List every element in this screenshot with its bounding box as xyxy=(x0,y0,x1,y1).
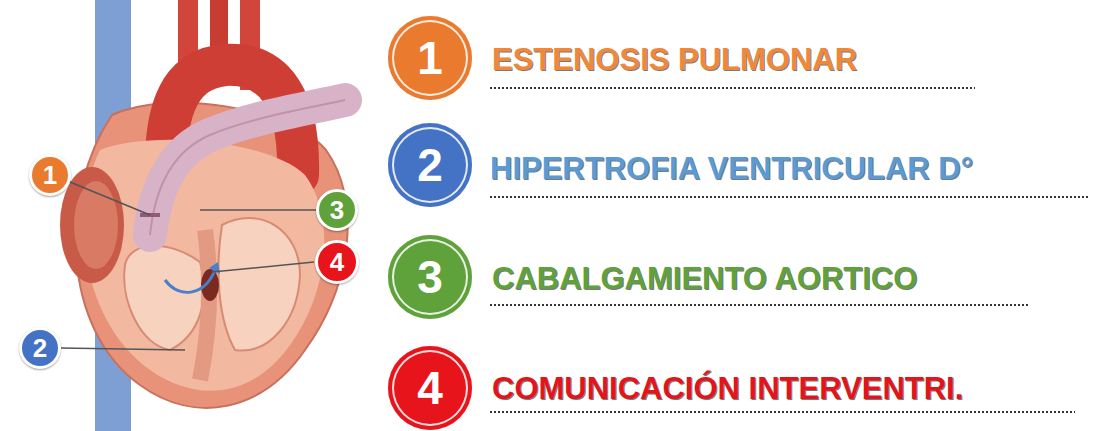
number-badge: 1 xyxy=(388,16,472,100)
dotted-underline xyxy=(490,87,975,89)
term-label: COMUNICACIÓN INTERVENTRI. xyxy=(492,372,963,406)
left-ventricle xyxy=(218,218,300,350)
number-badge: 2 xyxy=(388,123,472,207)
term-label: CABALGAMIENTO AORTICO xyxy=(492,262,917,296)
number-text: 3 xyxy=(330,197,344,223)
right-ventricle xyxy=(124,246,204,350)
term-label: ESTENOSIS PULMONAR xyxy=(492,43,857,77)
right-atrium-inner xyxy=(74,181,118,269)
term-label: HIPERTROFIA VENTRICULAR D° xyxy=(490,152,973,186)
leader-line xyxy=(200,209,316,211)
number-text: 2 xyxy=(417,142,443,188)
number-text: 2 xyxy=(33,335,47,361)
myocardium-section xyxy=(84,140,324,391)
dotted-underline xyxy=(490,196,1088,198)
number-text: 3 xyxy=(417,254,443,300)
dotted-underline xyxy=(490,304,1030,306)
leader-line xyxy=(212,262,314,272)
leader-line xyxy=(61,348,185,350)
dotted-underline xyxy=(490,411,1075,413)
number-badge: 4 xyxy=(388,346,472,430)
callout-number: 2 xyxy=(19,327,61,369)
callout-number: 1 xyxy=(29,154,71,196)
flow-arrow xyxy=(165,270,215,292)
number-text: 4 xyxy=(417,365,443,411)
callout-number: 3 xyxy=(316,189,358,231)
leader-line xyxy=(70,182,150,215)
number-badge: 3 xyxy=(388,235,472,319)
number-text: 1 xyxy=(417,35,443,81)
number-text: 1 xyxy=(43,162,57,188)
number-text: 4 xyxy=(330,249,344,275)
septum xyxy=(200,230,209,380)
right-atrium xyxy=(60,167,124,283)
callout-number: 4 xyxy=(315,240,359,284)
